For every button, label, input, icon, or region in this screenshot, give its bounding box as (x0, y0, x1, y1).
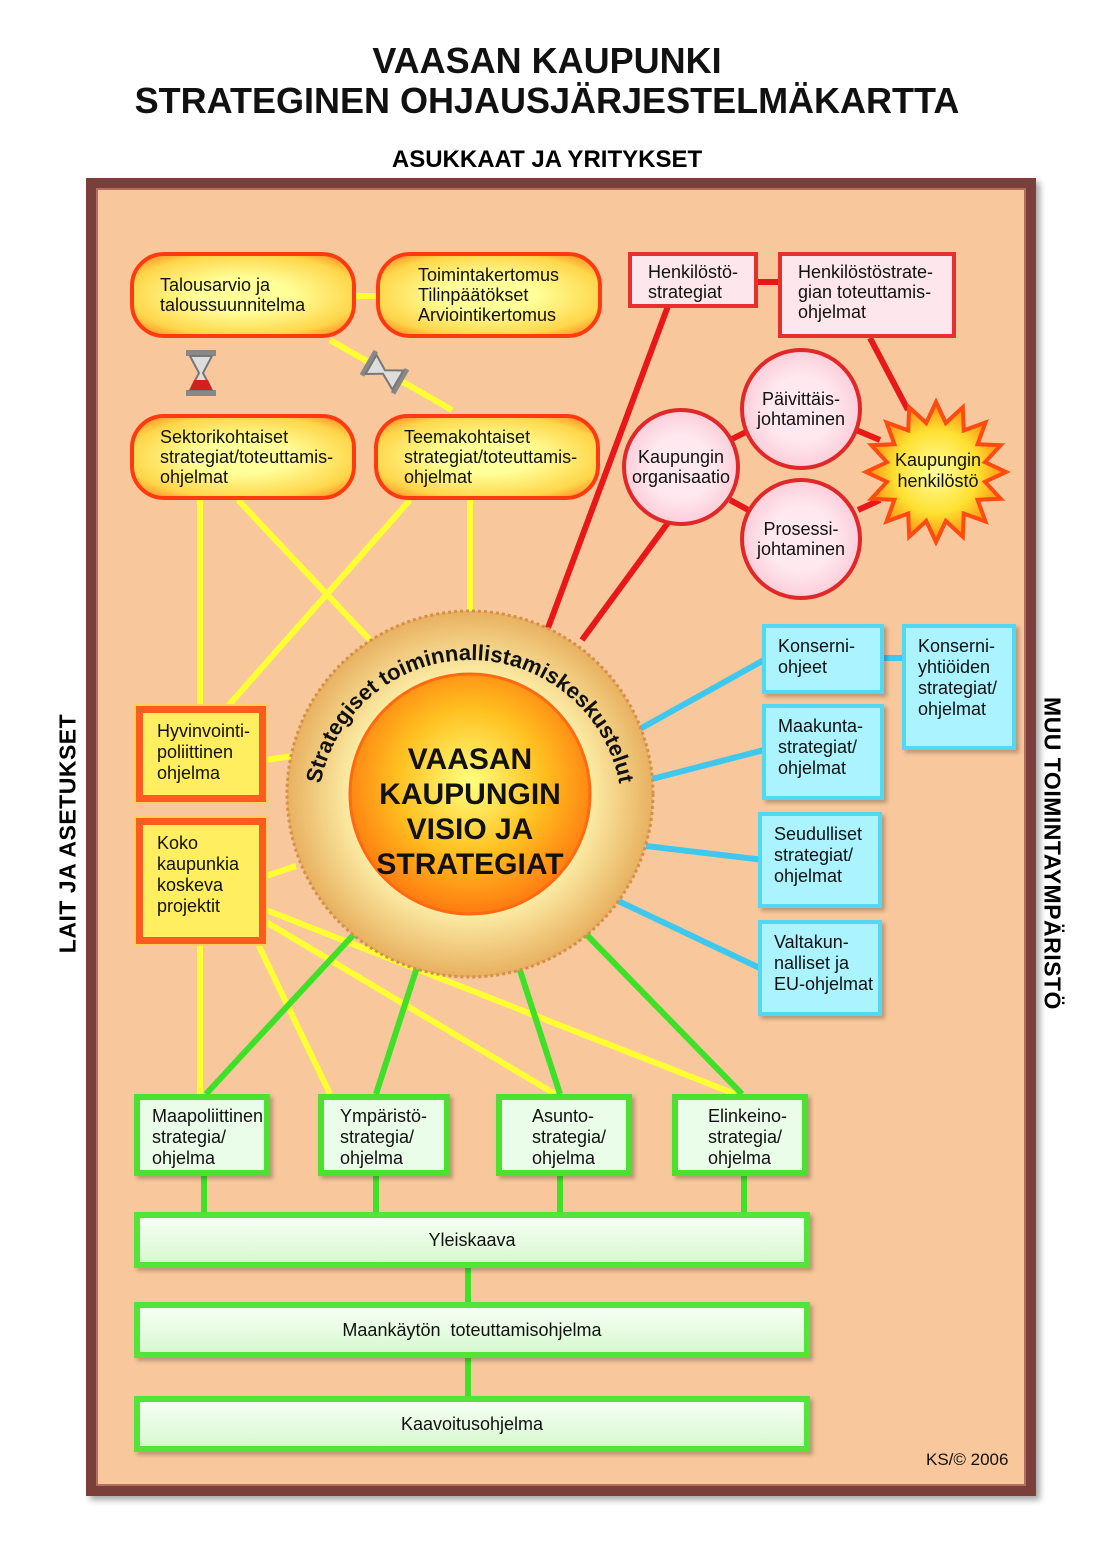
hourglass-icon (186, 350, 216, 396)
henkilosto-starburst (861, 397, 1011, 547)
maankaytto-bar: Maankäytön toteuttamisohjelma (134, 1302, 810, 1358)
hyvinvointi-box: Hyvinvointi- poliittinen ohjelma (134, 704, 268, 804)
maakunta-box: Maakunta- strategiat/ ohjelmat (762, 704, 884, 800)
sektorikohtaiset-box: Sektorikohtaiset strategiat/toteuttamis-… (130, 414, 356, 500)
title-line-1: VAASAN KAUPUNKI (372, 40, 722, 81)
vision-text: VAASAN KAUPUNGIN VISIO JA STRATEGIAT (376, 743, 564, 881)
kaavoitus-bar: Kaavoitusohjelma (134, 1396, 810, 1452)
konserniohjeet-box: Konserni- ohjeet (762, 624, 884, 694)
henkilostostrategian-ohjelmat-box: Henkilöstöstrate- gian toteuttamis- ohje… (778, 252, 956, 338)
title-line-2: STRATEGINEN OHJAUSJÄRJESTELMÄKARTTA (134, 80, 960, 121)
seudulliset-box: Seudulliset strategiat/ ohjelmat (758, 812, 882, 908)
asunto-box: Asunto- strategia/ ohjelma (496, 1094, 632, 1176)
konserniyhtioiden-box: Konserni- yhtiöiden strategiat/ ohjelmat (902, 624, 1016, 750)
yleiskaava-bar: Yleiskaava (134, 1212, 810, 1268)
toimintakertomus-box: Toimintakertomus Tilinpäätökset Arvioint… (376, 252, 602, 338)
henkilosto-text: Kaupungin henkilöstö (894, 450, 982, 491)
top-label: ASUKKAAT JA YRITYKSET (391, 146, 703, 173)
vision-core (348, 672, 592, 916)
koko-kaupunki-box: Koko kaupunkia koskeva projektit (134, 816, 268, 946)
blue-connectors (614, 655, 904, 973)
prosessijohtaminen-circle: Prosessi- johtaminen (740, 478, 862, 600)
valtakunnalliset-box: Valtakun- nalliset ja EU-ohjelmat (758, 920, 882, 1016)
green-connectors (201, 929, 747, 1396)
henkilosto-strategiat-box: Henkilöstö- strategiat (628, 252, 758, 308)
ymparisto-box: Ympäristö- strategia/ ohjelma (318, 1094, 450, 1176)
talousarvio-box: Talousarvio ja taloussuunnitelma (130, 252, 356, 338)
paivittaisjohtaminen-circle: Päivittäis- johtaminen (740, 348, 862, 470)
maapoliittinen-box: Maapoliittinen strategia/ ohjelma (134, 1094, 270, 1176)
hourglass-tilted-icon (359, 349, 410, 395)
elinkeino-box: Elinkeino- strategia/ ohjelma (672, 1094, 808, 1176)
kaupungin-organisaatio-circle: Kaupungin organisaatio (622, 408, 740, 526)
credit-text: KS/© 2006 (926, 1450, 1009, 1469)
teemakohtaiset-box: Teemakohtaiset strategiat/toteuttamis- o… (374, 414, 600, 500)
